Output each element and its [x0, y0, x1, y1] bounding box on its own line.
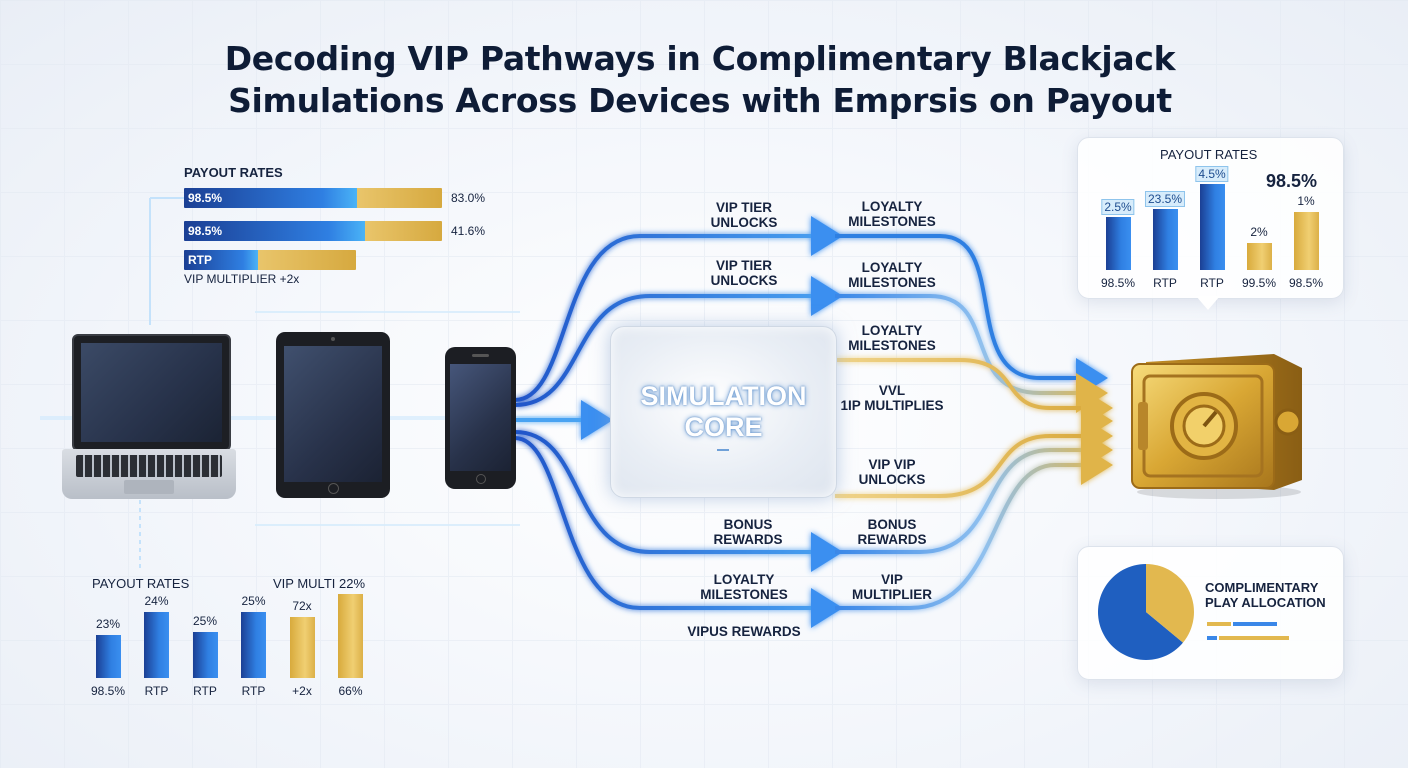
page-title: Decoding VIP Pathways in Complimentary B… [150, 38, 1250, 122]
flow-label-left-5: VIPUS REWARDS [687, 624, 801, 639]
payout-bar-1: 98.5% [184, 188, 442, 208]
pie-slice-complimentary-gold [1146, 564, 1194, 643]
phone-icon [445, 347, 516, 489]
bar-bottom-label: RTP [1153, 276, 1177, 290]
laptop-icon [72, 334, 231, 451]
bar-bottom-label: 99.5% [1241, 276, 1277, 290]
tablet-icon [276, 332, 390, 498]
bar-top-label: 4.5% [1195, 166, 1229, 182]
payout-bar-3: RTP [184, 250, 356, 270]
allocation-label: COMPLIMENTARY PLAY ALLOCATION [1205, 580, 1326, 610]
title-line-1: Decoding VIP Pathways in Complimentary B… [224, 39, 1176, 78]
bar-bottom-label: +2x [292, 684, 312, 698]
panel-pointer [1196, 296, 1220, 310]
bar-bottom-label: 66% [338, 684, 363, 698]
bar-bottom-label: 98.5% [1288, 276, 1324, 290]
flow-line-11 [835, 430, 1113, 554]
payout-panel: PAYOUT RATES 98.5% 2.5% 98.5% 23.5% RTP 4.5%… [1077, 137, 1344, 299]
bar-5 [289, 617, 315, 678]
flow-line-10 [835, 416, 1113, 498]
flow-line-1 [514, 216, 843, 402]
bar-3 [1199, 184, 1225, 270]
flow-line-2 [514, 276, 843, 407]
allocation-pie [1097, 564, 1194, 660]
bar-bottom-label: RTP [193, 684, 217, 698]
tr-highlight-value: 98.5% [1266, 171, 1318, 191]
bar-5 [1293, 212, 1319, 270]
laptop-keyboard [62, 449, 236, 499]
flow-line-12 [835, 445, 1113, 610]
bar-1 [1105, 217, 1131, 270]
bl-chart-label-left: PAYOUT RATES [92, 576, 190, 591]
payout-rates-label: PAYOUT RATES [184, 165, 283, 180]
bar-top-label: 25% [241, 594, 266, 608]
vip-multiplier-note: VIP MULTIPLIER +2x [184, 272, 300, 286]
payout-bar-label: RTP [188, 253, 212, 267]
bar-4 [1246, 243, 1272, 270]
bar-top-label: 25% [192, 614, 218, 628]
bar-top-label: 23.5% [1144, 191, 1186, 207]
core-line-1: SIMULATION [640, 381, 807, 411]
bar-top-label: 1% [1297, 194, 1315, 208]
payout-bar-value: 41.6% [451, 224, 486, 238]
payout-bar-label: 98.5% [188, 224, 223, 238]
payout-bar-label: 98.5% [188, 191, 223, 205]
legend-line-blue-1 [1233, 622, 1277, 626]
tr-chart-label: PAYOUT RATES [1160, 147, 1258, 162]
bar-6 [338, 594, 363, 678]
flow-line-5 [514, 436, 843, 628]
bar-4 [241, 612, 266, 678]
core-line-2: CORE [684, 412, 763, 442]
vault-icon [1131, 354, 1302, 499]
bar-top-label: 2% [1250, 225, 1268, 239]
bar-3 [192, 632, 218, 678]
legend-line-gold-1 [1207, 622, 1231, 626]
flow-line-4 [514, 430, 843, 572]
bl-chart-label-right: VIP MULTI 22% [273, 576, 365, 591]
payout-bar-2: 98.5% [184, 221, 442, 241]
flow-line-6 [835, 234, 1108, 398]
bar-bottom-label: RTP [241, 684, 266, 698]
simulation-core: SIMULATION CORE [610, 326, 837, 498]
pie-slice-complimentary-blue [1097, 564, 1183, 660]
bar-top-label: 23% [95, 617, 121, 631]
bar-bottom-label: RTP [144, 684, 169, 698]
payout-bar-value: 83.0% [451, 191, 486, 205]
legend-line-blue-2 [1207, 636, 1217, 640]
bar-1 [95, 635, 121, 678]
bar-bottom-label: 98.5% [90, 684, 126, 698]
bar-top-label: 72x [292, 599, 312, 613]
legend-line-gold-2 [1219, 636, 1289, 640]
title-line-2: Simulations Across Devices with Emprsis … [228, 81, 1172, 120]
bar-top-label: 2.5% [1101, 199, 1135, 215]
flow-line-8 [835, 358, 1113, 428]
bar-2 [1152, 209, 1178, 270]
bar-bottom-label: 98.5% [1100, 276, 1136, 290]
bar-top-label: 24% [144, 594, 169, 608]
bar-2 [144, 612, 169, 678]
flow-line-7 [835, 294, 1108, 413]
bar-bottom-label: RTP [1200, 276, 1224, 290]
